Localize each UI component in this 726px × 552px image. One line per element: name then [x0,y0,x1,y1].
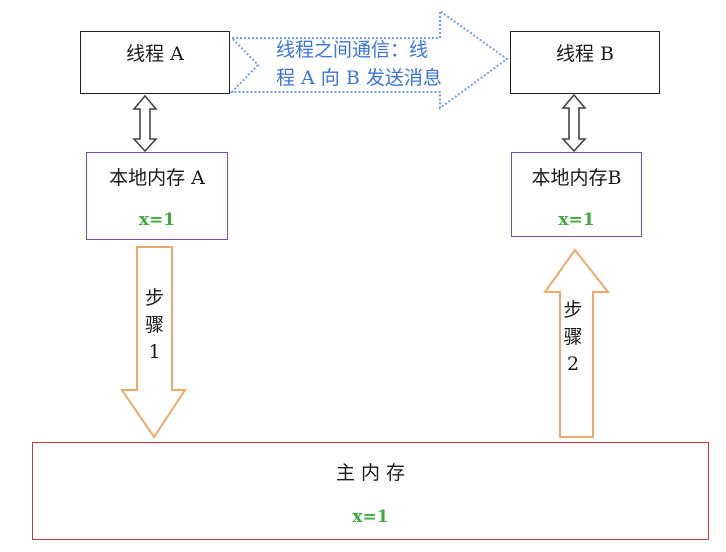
main-memory-value: x=1 [352,507,389,527]
main-memory-box: 主 内 存 x=1 [32,442,709,540]
local-memory-a-label: 本地内存 A [109,167,205,189]
main-memory-label: 主 内 存 [335,462,406,484]
step2-arrow-icon [543,248,611,438]
local-memory-b-value: x=1 [558,210,595,230]
thread-a-box: 线程 A [80,31,230,94]
connector-b-icon [561,93,587,153]
message-line-2: 程 A 向 B 发送消息 [276,67,442,89]
connector-a-icon [132,94,158,153]
local-memory-b-box: 本地内存B x=1 [511,152,642,237]
step2-label: 步 骤 2 [563,299,583,375]
step1-label: 步 骤 1 [144,287,164,363]
thread-a-label: 线程 A [126,43,184,65]
thread-b-box: 线程 B [510,31,660,94]
message-label: 线程之间通信：线 程 A 向 B 发送消息 [276,36,442,92]
message-line-1: 线程之间通信：线 [276,39,429,61]
local-memory-a-box: 本地内存 A x=1 [86,152,228,240]
message-arrow-icon [229,9,509,110]
local-memory-b-label: 本地内存B [531,167,622,189]
thread-b-label: 线程 B [555,43,614,65]
local-memory-a-value: x=1 [138,210,176,230]
step1-arrow-icon [120,246,187,439]
